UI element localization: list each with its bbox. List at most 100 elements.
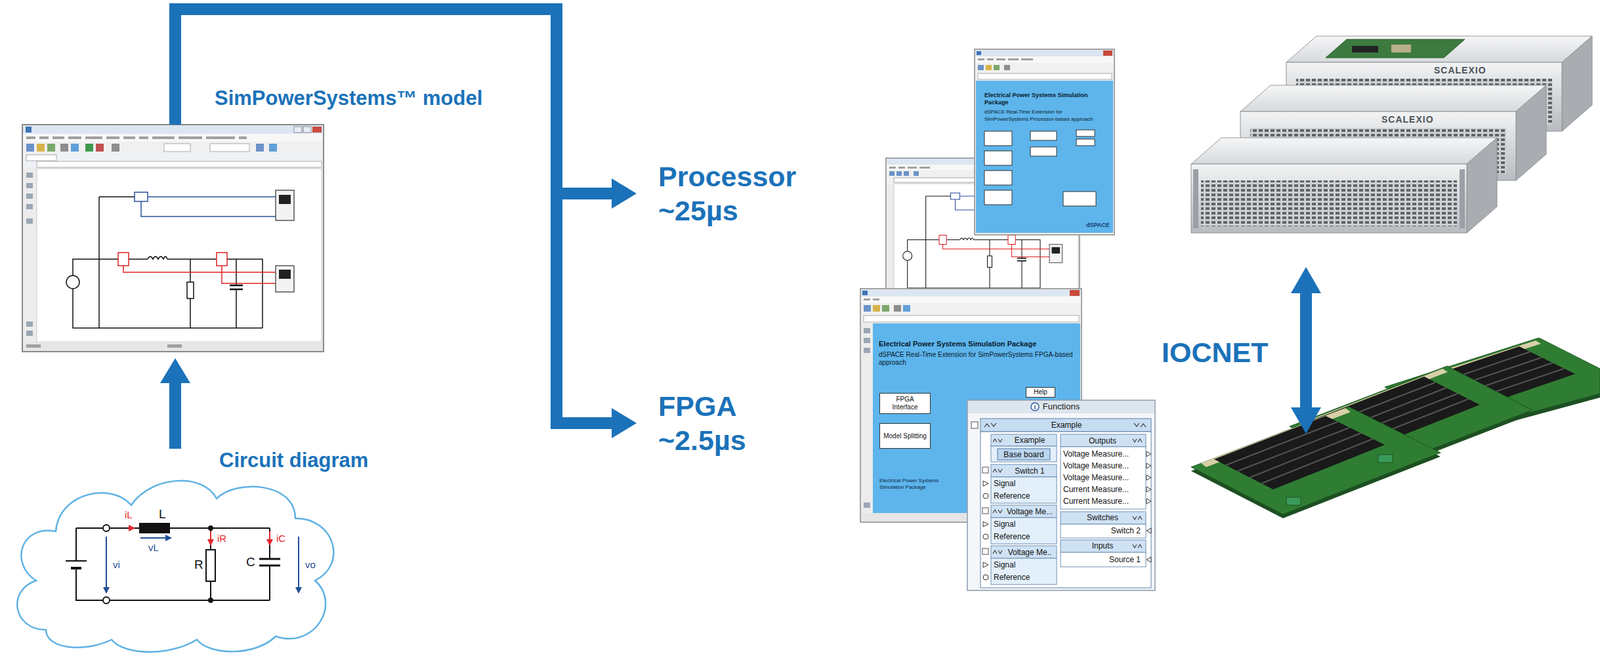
product-name: SCALEXIO — [1433, 64, 1487, 77]
simulink-screenshot — [26, 321, 33, 327]
functions-panel-frame — [980, 418, 1152, 432]
simulink-screenshot — [167, 344, 182, 348]
processor-library-window — [1030, 131, 1057, 141]
simulink-window-small — [886, 183, 894, 299]
processor-library-window — [985, 64, 992, 71]
processor-library-window — [975, 49, 1114, 57]
group-header: Inputs — [1076, 540, 1129, 552]
functions-panel-frame — [983, 451, 1152, 581]
circuit-schematic — [208, 597, 214, 604]
processor-library-window — [976, 51, 982, 56]
circuit-cloud — [17, 481, 334, 653]
io-boards — [1191, 406, 1441, 515]
simulink-window-small — [898, 166, 906, 169]
circuit-cloud: Circuit diagram — [10, 448, 342, 656]
fpga-library-window — [872, 298, 880, 301]
component-label: C — [246, 555, 256, 570]
functions-panel-frame — [1146, 451, 1152, 457]
simulink-screenshot — [22, 124, 324, 352]
simulink-screenshot — [22, 124, 324, 352]
port-label: Reference — [993, 490, 1054, 502]
simulink-screenshot — [66, 190, 295, 329]
port-label: Switch 2 — [1063, 525, 1141, 537]
processor-library-window — [975, 56, 1114, 64]
group-header: Example — [1023, 420, 1110, 431]
simulink-screenshot — [26, 154, 57, 161]
flow-line — [175, 9, 613, 424]
iocnet-arrow — [1290, 267, 1322, 294]
panel-title: Functions — [967, 401, 1156, 413]
window-title: Electrical Power Systems Simulation Pack… — [984, 91, 1106, 107]
target-text: Processor ~25µs — [658, 159, 797, 228]
simulink-screenshot — [26, 172, 33, 178]
circuit-heading: Circuit diagram — [219, 448, 369, 473]
simulink-screenshot — [22, 341, 323, 352]
simulink-screenshot — [206, 136, 235, 140]
functions-panel-frame — [1060, 511, 1146, 525]
fpga-library-window — [863, 315, 1079, 323]
circuit-schematic — [139, 523, 170, 534]
simulink-screenshot — [85, 143, 94, 152]
scalexio-racks — [1200, 180, 1457, 227]
simulink-window-small — [889, 166, 896, 169]
product-name: SCALEXIO — [1381, 114, 1434, 126]
fpga-library-window — [861, 296, 1081, 304]
processor-library-window — [1063, 191, 1096, 207]
simulink-screenshot — [26, 143, 277, 152]
fpga-library-window — [863, 298, 880, 301]
functions-panel-frame — [967, 400, 1156, 591]
circuit-schematic — [295, 587, 302, 594]
simulink-screenshot — [303, 126, 312, 133]
component-label: R — [194, 557, 204, 573]
model-screenshot: SimPowerSystems™ model — [22, 124, 324, 352]
functions-panel-frame — [1034, 405, 1036, 410]
functions-panel-frame — [983, 521, 989, 527]
simulink-screenshot — [26, 172, 33, 337]
library-window: Electrical Power Systems Simulation Pack… — [974, 49, 1115, 235]
scalexio-racks — [1325, 39, 1465, 58]
simulink-screenshot — [106, 136, 120, 140]
simulink-screenshot — [26, 344, 41, 348]
window-body: Electrical Power Systems Simulation Pack… — [984, 91, 1106, 123]
simulink-window-small — [913, 171, 919, 176]
voltage-label: vi — [112, 559, 121, 571]
port-label: Current Measure... — [1063, 484, 1141, 495]
functions-panel-frame — [980, 431, 1152, 589]
help-button: Help — [1025, 387, 1056, 398]
scalexio-racks — [1286, 36, 1593, 63]
port-label: Voltage Measure... — [1063, 460, 1141, 472]
iocnet-arrow — [1290, 267, 1322, 434]
circuit-schematic — [103, 525, 110, 532]
simulink-screenshot — [312, 126, 322, 133]
functions-panel-frame — [1146, 498, 1152, 505]
processor-library-window — [977, 58, 1033, 61]
simulink-screenshot — [26, 183, 33, 189]
functions-panel-frame — [990, 558, 1057, 585]
io-boards — [1286, 497, 1301, 506]
fpga-library-window — [863, 298, 871, 301]
simulink-screenshot — [123, 136, 136, 140]
functions-panel-frame — [1146, 528, 1152, 534]
circuit-schematic — [140, 537, 166, 539]
processor-library-window — [984, 150, 1012, 166]
scalexio-racks — [1466, 137, 1497, 233]
functions-panel-frame — [997, 448, 1051, 461]
processor-library-window — [993, 64, 1000, 71]
circuit-schematic — [297, 536, 300, 588]
fpga-library-window — [863, 328, 871, 334]
functions-panel-frame — [983, 481, 989, 487]
simulink-screenshot — [85, 136, 103, 140]
processor-library-window — [1103, 50, 1113, 56]
board-button: Base board — [997, 449, 1051, 461]
functions-panel-frame — [1146, 557, 1152, 563]
port-label: Reference — [993, 531, 1054, 543]
fpga-library-window — [903, 305, 911, 312]
processor-library-window — [987, 58, 994, 61]
functions-panel-frame — [982, 467, 989, 555]
processor-library-window — [977, 58, 985, 61]
functions-panel-frame — [982, 467, 989, 474]
simulink-screenshot — [22, 168, 37, 342]
target-label: FPGA ~2.5µs — [636, 389, 747, 458]
processor-library-window — [974, 49, 1115, 235]
circuit-schematic — [103, 597, 110, 604]
